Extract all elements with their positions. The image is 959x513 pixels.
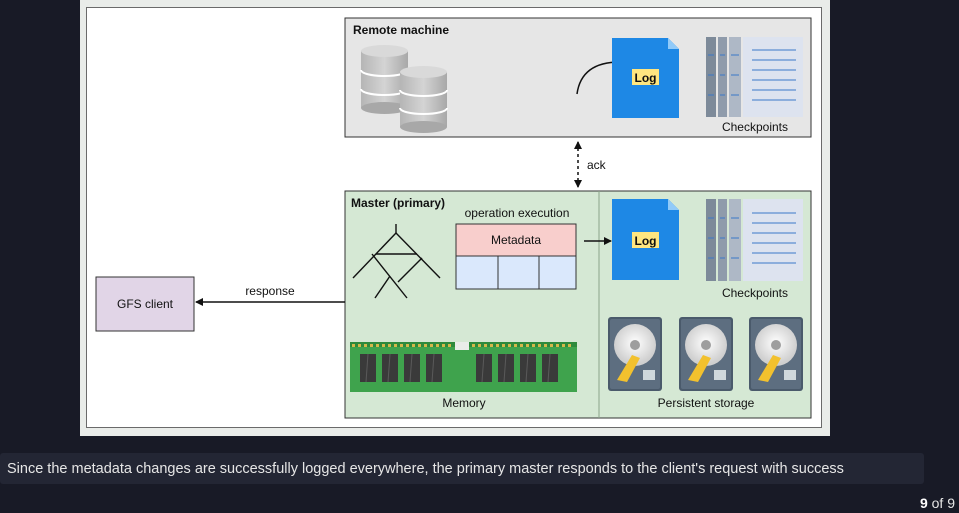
remote-checkpoints-icon: Checkpoints [706, 37, 803, 134]
gfs-client-box: GFS client [95, 276, 195, 332]
master-primary-box: Master (primary) operation execution Met… [344, 190, 812, 419]
tree-icon [352, 224, 441, 299]
hard-drive-icon-1 [608, 317, 662, 391]
memory-ram-icon: Memory [350, 342, 577, 410]
slide-pager: 9 of 9 [920, 495, 955, 511]
hard-drive-icon-2 [679, 317, 733, 391]
master-log-label: Log [635, 234, 657, 248]
metadata-label: Metadata [491, 233, 541, 247]
caption-box: Since the metadata changes are successfu… [0, 453, 924, 484]
remote-checkpoints-label: Checkpoints [722, 120, 788, 134]
remote-machine-box: Remote machine [344, 17, 812, 138]
hard-drive-icon-3 [749, 317, 803, 391]
database-icon [360, 45, 448, 133]
remote-machine-title: Remote machine [353, 23, 449, 37]
master-checkpoints-icon: Checkpoints [706, 199, 803, 300]
memory-label: Memory [442, 396, 485, 410]
ack-label: ack [587, 158, 607, 172]
master-title: Master (primary) [351, 196, 445, 210]
pager-separator: of [931, 495, 944, 511]
gfs-client-label: GFS client [117, 297, 174, 311]
pager-current: 9 [919, 495, 928, 511]
remote-log-icon: Log [612, 38, 679, 118]
remote-log-label: Log [635, 71, 657, 85]
master-log-icon: Log [612, 199, 679, 280]
gfs-diagram: Remote machine [95, 17, 812, 419]
response-label: response [245, 284, 295, 298]
slide-frame: Remote machine [80, 0, 830, 436]
metadata-table: Metadata [455, 223, 577, 290]
operation-execution-label: operation execution [465, 206, 570, 220]
slide-caption: Since the metadata changes are successfu… [7, 461, 844, 477]
master-checkpoints-label: Checkpoints [722, 286, 788, 300]
persistent-storage-label: Persistent storage [658, 396, 755, 410]
pager-total: 9 [947, 495, 955, 511]
